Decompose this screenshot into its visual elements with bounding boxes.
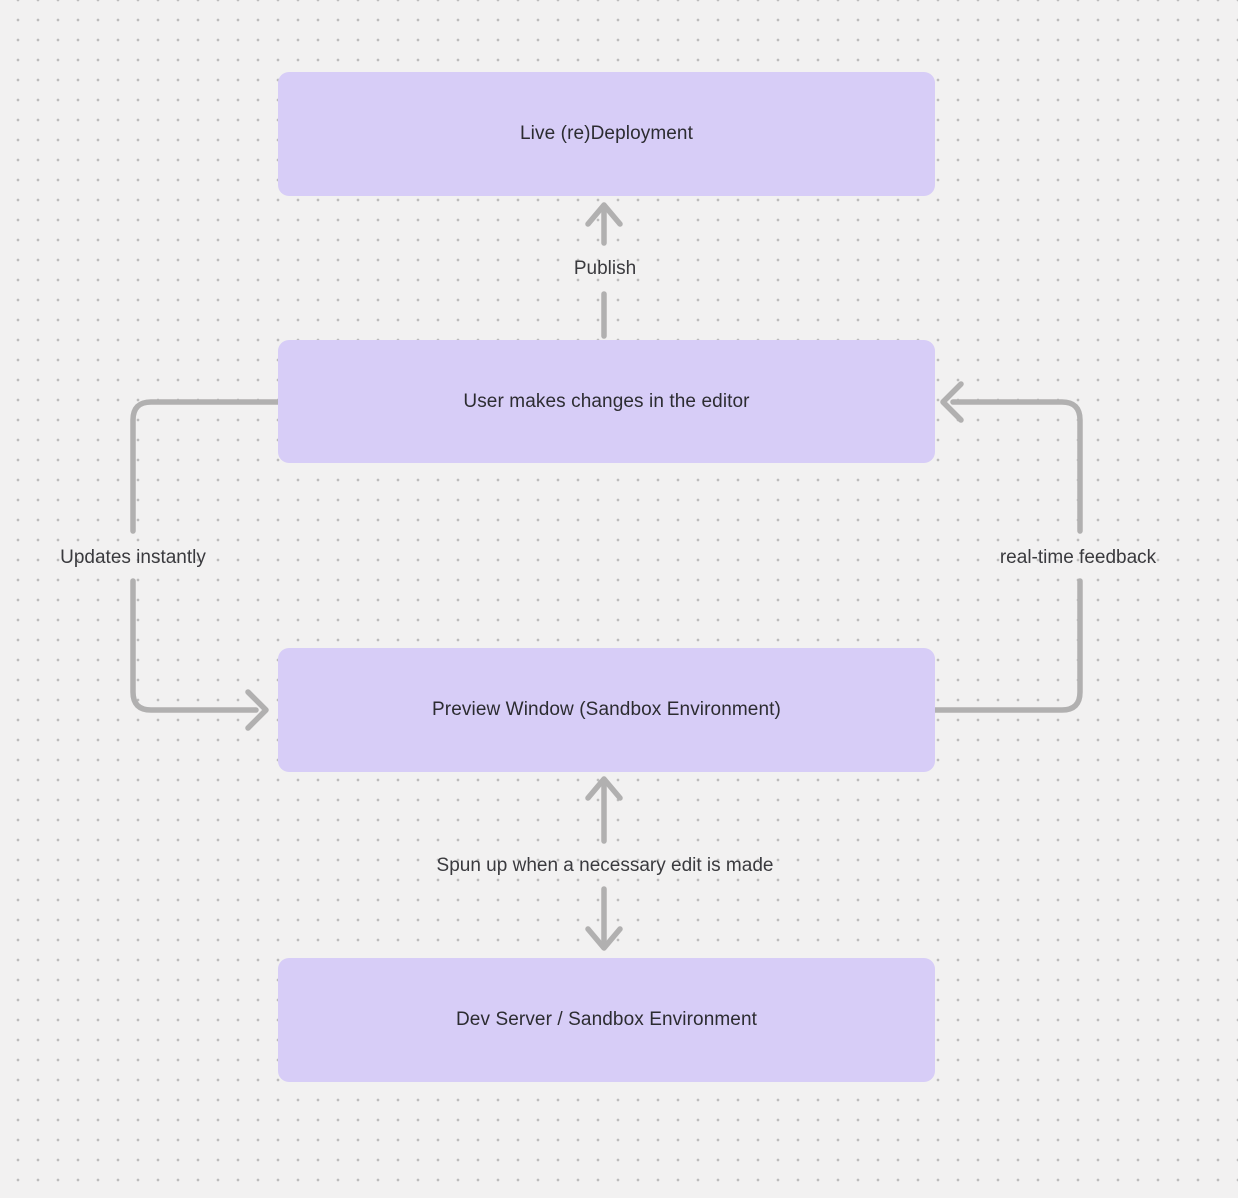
node-user-makes-changes[interactable]: User makes changes in the editor <box>278 340 935 463</box>
arrow-line <box>950 399 1083 534</box>
edge-real-time-feedback-arrow[interactable] <box>932 381 1083 713</box>
node-dev-server[interactable]: Dev Server / Sandbox Environment <box>278 958 935 1082</box>
node-preview-window[interactable]: Preview Window (Sandbox Environment) <box>278 648 935 772</box>
edge-label-spun-up: Spun up when a necessary edit is made <box>436 855 774 876</box>
arrow-down-head-icon <box>585 926 623 951</box>
edge-label-updates-instantly: Updates instantly <box>60 547 206 568</box>
node-label: Preview Window (Sandbox Environment) <box>432 699 781 720</box>
arrow-right-head-icon <box>245 689 269 731</box>
arrow-line <box>130 399 281 534</box>
edge-label-publish: Publish <box>573 258 637 279</box>
arrow-line <box>932 578 1083 713</box>
node-label: Dev Server / Sandbox Environment <box>455 1009 757 1030</box>
arrow-left-head-icon <box>940 381 964 423</box>
node-label: Live (re)Deployment <box>520 123 693 144</box>
edge-label-real-time-feedback: real-time feedback <box>999 547 1157 568</box>
node-live-deployment[interactable]: Live (re)Deployment <box>278 72 935 196</box>
arrow-up-head-icon <box>585 202 623 227</box>
arrow-line <box>130 578 259 713</box>
node-label: User makes changes in the editor <box>463 390 750 412</box>
edge-spun-up-arrow[interactable] <box>585 776 623 951</box>
edge-updates-instantly-arrow[interactable] <box>130 399 281 731</box>
edge-publish-arrow[interactable] <box>585 202 623 339</box>
